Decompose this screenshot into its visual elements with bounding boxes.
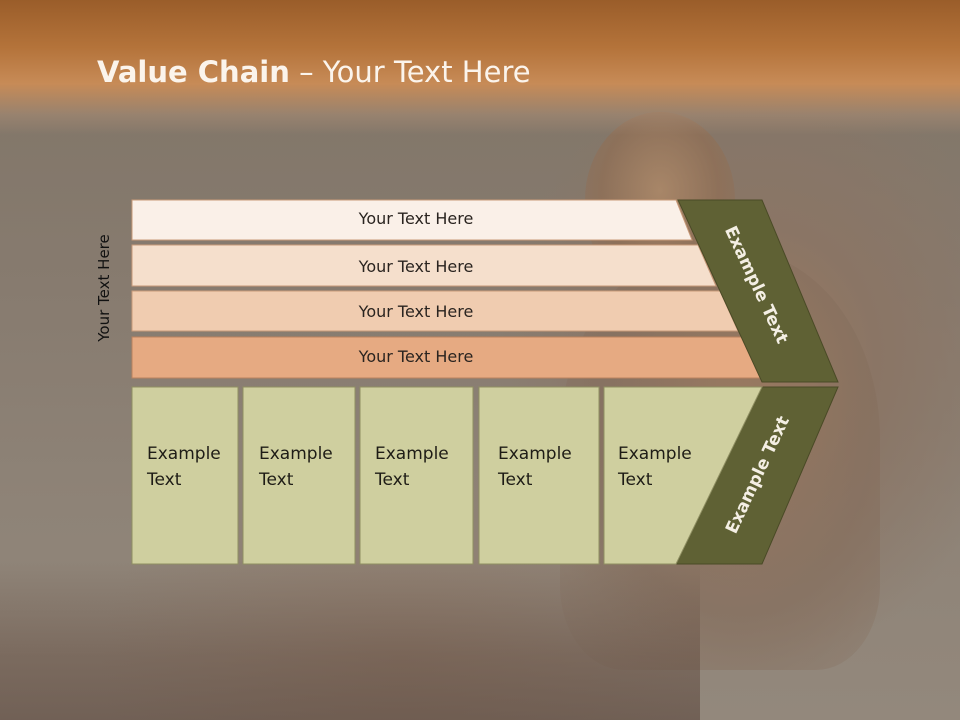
cell-group: Example Text Example Text Example Text E… (131, 386, 763, 565)
header-band (0, 0, 960, 135)
bar-2-shape (131, 244, 717, 287)
cell-3-line1: Example (375, 444, 449, 464)
cell-2: Example Text (242, 386, 356, 565)
diagram-reflection (132, 564, 829, 720)
cell-5-line2: Text (617, 470, 653, 490)
reflection-cell-5 (604, 564, 752, 720)
reflection-cell-4 (479, 564, 599, 720)
cell-2-box (242, 386, 356, 565)
cell-3-box (359, 386, 474, 565)
bar-4-label: Your Text Here (358, 347, 474, 366)
bar-2-label: Your Text Here (358, 257, 474, 276)
cell-5-line1: Example (618, 444, 692, 464)
bar-group: Your Text Here Your Text Here Your Text … (131, 199, 763, 379)
cell-1: Example Text (131, 386, 239, 565)
bar-1-shape (131, 199, 693, 241)
bar-2: Your Text Here (131, 244, 717, 287)
bar-1-label: Your Text Here (358, 209, 474, 228)
cell-4-box (478, 386, 600, 565)
chevron-top-shape (677, 199, 839, 383)
cell-4-line2: Text (497, 470, 533, 490)
slide-title-rest: – Your Text Here (289, 55, 531, 89)
reflection-cell-2 (243, 564, 355, 720)
cell-1-line2: Text (146, 470, 182, 490)
slide-title: Value Chain – Your Text Here (97, 55, 531, 89)
reflection-cell-3 (360, 564, 473, 720)
cell-4-line1: Example (498, 444, 572, 464)
cell-3-line2: Text (374, 470, 410, 490)
cell-5: Example Text (603, 386, 763, 565)
cell-2-line1: Example (259, 444, 333, 464)
cell-2-line2: Text (258, 470, 294, 490)
bar-3-label: Your Text Here (358, 302, 474, 321)
slide-title-bold: Value Chain (97, 55, 290, 89)
bar-1: Your Text Here (131, 199, 693, 241)
cell-4: Example Text (478, 386, 600, 565)
cell-3: Example Text (359, 386, 474, 565)
cell-1-box (131, 386, 239, 565)
bar-4: Your Text Here (131, 336, 763, 379)
cell-1-line1: Example (147, 444, 221, 464)
reflection-cell-1 (132, 564, 238, 720)
reflection-chevron (676, 564, 829, 720)
bar-3: Your Text Here (131, 290, 739, 332)
